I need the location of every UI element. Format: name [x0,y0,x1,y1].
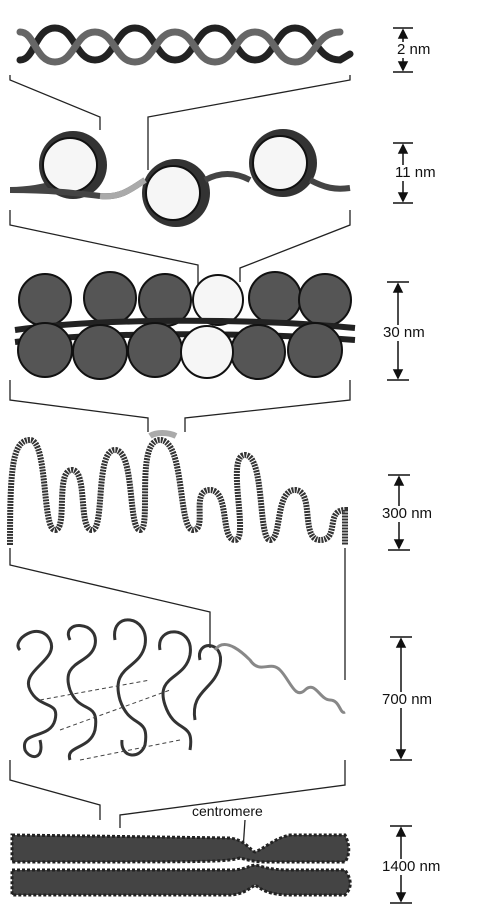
dna-double-helix [16,24,354,66]
centromere-label: centromere [192,803,263,819]
nucleosome-1 [39,131,107,199]
level-label-1400nm: 1400 nm [381,858,442,875]
linker-dna-highlight [99,177,147,200]
chromatid-lower [10,863,352,897]
level-label-700nm: 700 nm [381,691,434,708]
dna-strand-b [16,28,344,66]
condensed-scaffold [16,618,346,761]
level-label-300nm: 300 nm [381,505,434,522]
fiber-top-row [18,271,352,327]
metaphase-chromosome [10,833,352,897]
scaffold-axis [39,679,181,761]
level-label-30nm: 30 nm [382,324,426,341]
fiber-bottom-row [17,322,343,380]
looped-domains [7,430,348,546]
highlighted-nucleosome-bottom [180,325,234,379]
scaffold-loops-left [16,629,58,758]
scale-bar-1400nm [390,825,412,904]
beads-on-a-string [9,129,351,227]
connector-lines-4 [9,548,346,680]
highlighted-nucleosome-top [192,274,244,326]
level-label-2nm: 2 nm [396,41,432,58]
nucleosome-2 [142,159,210,227]
connector-lines-2 [9,210,351,285]
scale-bar-30nm [387,281,409,381]
connector-lines-1 [9,75,351,170]
solenoid-fiber [14,271,356,380]
level-label-11nm: 11 nm [394,164,437,181]
scale-bars [387,27,413,904]
nucleosome-3 [249,129,317,197]
loop-highlight [148,430,178,439]
dna-strand-a [16,24,354,64]
connector-lines-3 [9,380,351,432]
chromatid-upper [10,833,351,864]
scaffold-loops-faded [213,643,346,714]
